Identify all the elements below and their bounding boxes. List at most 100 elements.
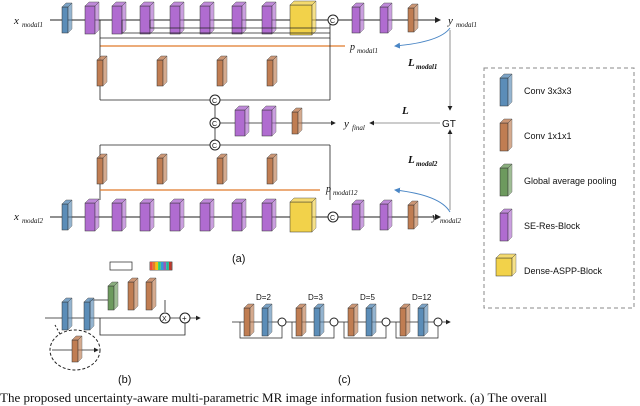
se-res-block (379, 199, 393, 231)
legend-label: Dense-ASPP-Block (524, 266, 603, 276)
legend-1-icon (499, 118, 513, 152)
subfigure-c: D=2 D=3 D=5 D=12 (c) (232, 293, 451, 386)
conv1-block (145, 277, 157, 311)
conv1-block (407, 200, 419, 230)
se-res-block (379, 2, 393, 34)
attention-swatch (158, 262, 161, 270)
conv1-block (291, 107, 303, 135)
attention-swatch (155, 262, 159, 270)
conv1-block (399, 303, 411, 337)
concat-fuse-bottom: C (212, 143, 217, 150)
se-res-block (351, 199, 365, 231)
conv3-block (365, 303, 377, 337)
concat-bottom: C (330, 215, 335, 222)
branch-modal1: x modal1 y modal1 C (13, 0, 477, 39)
se-res-block (234, 105, 250, 137)
gap-block (107, 281, 119, 311)
loss-modal1-sub: modal1 (416, 63, 437, 71)
loss-modal2-sub: modal2 (416, 160, 438, 168)
conv3-block (261, 303, 273, 337)
p-modal1-sub: modal1 (357, 47, 378, 55)
legend-3-icon (499, 208, 513, 242)
subfigure-a-label: (a) (232, 253, 245, 265)
concat-fuse-top: C (212, 98, 217, 105)
loss-modal1-label: L (407, 57, 415, 69)
conv3-block (83, 297, 95, 331)
dense-aspp-block (289, 0, 317, 36)
dense-aspp-block (289, 197, 317, 233)
conv1-block (266, 55, 278, 87)
se-res-block (199, 1, 215, 35)
se-res-block (231, 1, 247, 35)
input-modal1-label: x (13, 15, 19, 27)
output-modal2-sub: modal2 (440, 217, 462, 225)
conv1-block (127, 277, 139, 311)
subfigure-c-label: (c) (338, 374, 351, 386)
se-res-block (139, 198, 155, 232)
conv1-block (71, 335, 83, 363)
legend-2-icon (499, 163, 513, 197)
caption: The proposed uncertainty-aware multi-par… (0, 390, 548, 405)
concat-final: C (212, 121, 217, 128)
se-res-block (199, 198, 215, 232)
add-node: + (182, 314, 187, 323)
conv1-block (347, 303, 359, 337)
final-label: y (343, 118, 349, 130)
input-modal1-sub: modal1 (22, 21, 43, 29)
conv3-block (61, 199, 73, 231)
conv3-block (313, 303, 325, 337)
se-res-block (84, 1, 100, 35)
se-res-block (261, 105, 277, 137)
concat-node (277, 317, 287, 327)
conv3-block (417, 303, 429, 337)
legend-0-icon (499, 73, 513, 107)
dilation-label: D=12 (412, 293, 432, 302)
gt-label: GT (442, 119, 456, 130)
attention-swatch (150, 262, 153, 270)
legend-dense-aspp-icon (495, 253, 517, 277)
output-modal2-label: y (431, 211, 437, 223)
attention-swatch (166, 262, 169, 270)
legend-label: Global average pooling (524, 176, 617, 186)
legend-label: SE-Res-Block (524, 221, 581, 231)
se-res-block (351, 2, 365, 34)
network-diagram: x modal1 y modal1 C p modal1 C C y final (13, 0, 635, 386)
se-res-block (231, 198, 247, 232)
dilation-label: D=5 (360, 293, 375, 302)
se-res-block (139, 1, 155, 35)
legend-label: Conv 3x3x3 (524, 86, 572, 96)
se-res-block (261, 198, 277, 232)
conv1-block (266, 153, 278, 185)
fusion-top (99, 38, 331, 118)
final-sub: final (352, 124, 365, 132)
attention-swatch (152, 262, 156, 270)
loss-modal2-label: L (407, 154, 415, 166)
attention-swatch (168, 262, 172, 270)
concat-node (433, 317, 443, 327)
p-modal1-label: p (349, 42, 355, 53)
final-branch: C y final (209, 117, 365, 132)
conv3-block (61, 297, 73, 331)
subfigure-b-label: (b) (118, 374, 131, 386)
conv3-block (61, 2, 73, 34)
legend-box (483, 67, 635, 309)
concat-top: C (330, 18, 335, 25)
fusion-bottom (99, 128, 331, 200)
se-res-block (111, 1, 127, 35)
conv1-block (216, 153, 228, 185)
loss-label: L (401, 105, 409, 117)
concat-node (329, 317, 339, 327)
se-res-block (169, 198, 185, 232)
loss-area: GT L modal1 L L modal2 (369, 27, 456, 213)
multiply-node: X (162, 316, 167, 323)
dilation-label: D=2 (256, 293, 271, 302)
output-modal1-sub: modal1 (456, 21, 477, 29)
dilation-label: D=3 (308, 293, 323, 302)
p-modal12-sub: modal12 (333, 189, 358, 197)
conv1-block (216, 55, 228, 87)
se-res-block (84, 198, 100, 232)
conv1-block (295, 303, 307, 337)
se-res-block (111, 198, 127, 232)
input-modal2-sub: modal2 (22, 217, 44, 225)
